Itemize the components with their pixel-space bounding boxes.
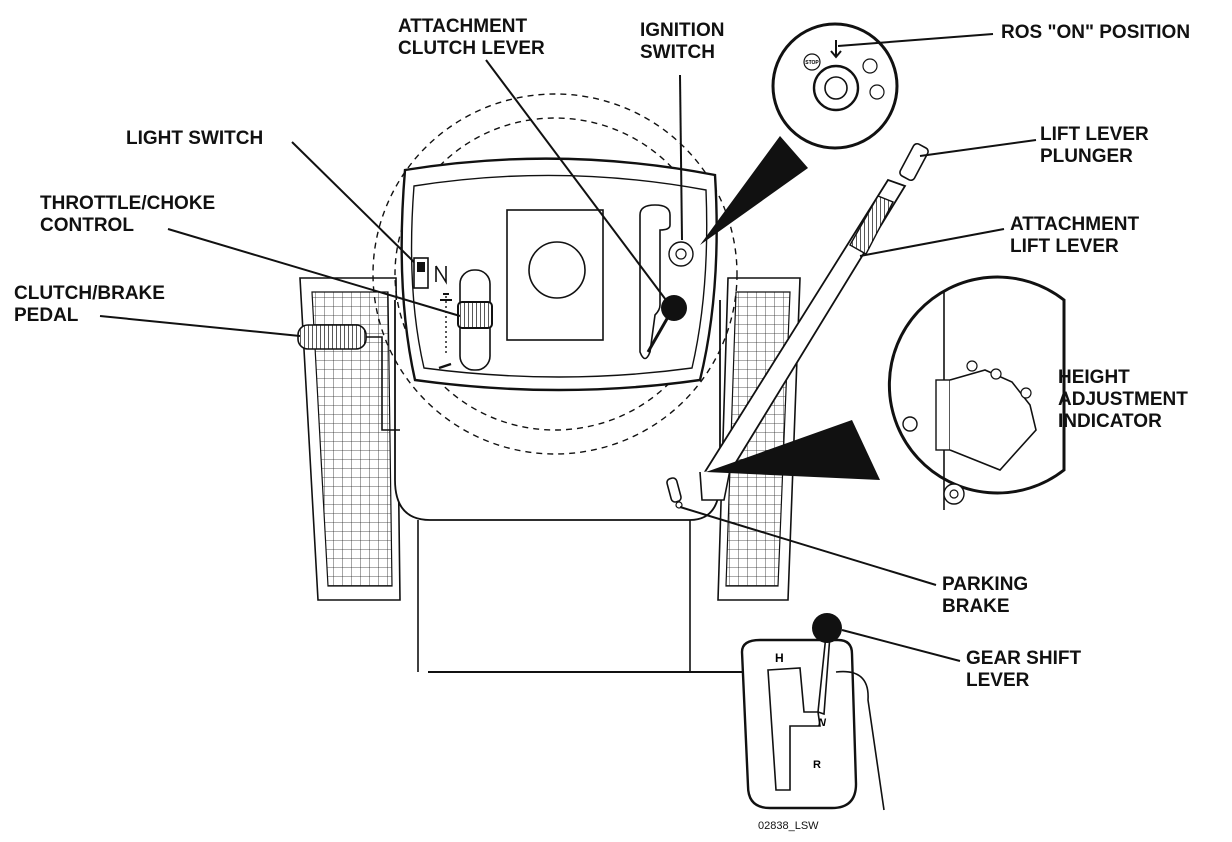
- left-footrest: [299, 277, 401, 601]
- parking-brake[interactable]: [666, 477, 683, 509]
- gear-neutral-mark: N: [818, 717, 827, 729]
- gear-reverse-mark: R: [813, 759, 821, 771]
- dash-panel: [400, 157, 718, 392]
- stop-position-text: STOP: [805, 60, 819, 66]
- label-attachment-clutch-lever: ATTACHMENT CLUTCH LEVER: [398, 16, 545, 59]
- throttle-choke-control[interactable]: [438, 269, 493, 371]
- label-lift-lever-plunger: LIFT LEVER PLUNGER: [1040, 124, 1149, 167]
- ignition-detail: STOP: [771, 22, 899, 150]
- label-light-switch: LIGHT SWITCH: [126, 128, 264, 149]
- label-gear-shift-lever: GEAR SHIFT LEVER: [966, 648, 1082, 691]
- gear-shift-lever[interactable]: [812, 613, 842, 716]
- clutch-brake-pedal[interactable]: [297, 324, 400, 431]
- leader-lines: [99, 33, 1037, 662]
- light-switch[interactable]: [413, 257, 447, 289]
- label-parking-brake: PARKING BRAKE: [942, 574, 1029, 617]
- lift-lever-plunger[interactable]: [898, 142, 929, 182]
- gear-shift-console: H N R: [740, 638, 885, 811]
- attachment-clutch-lever[interactable]: [639, 204, 687, 360]
- attachment-lift-lever[interactable]: [699, 178, 907, 501]
- label-throttle-choke-control: THROTTLE/CHOKE CONTROL: [40, 193, 216, 236]
- label-ignition-switch: IGNITION SWITCH: [640, 20, 725, 63]
- height-callout-wedge: [706, 420, 880, 480]
- ignition-switch[interactable]: [668, 241, 694, 267]
- gear-forward-mark: H: [775, 651, 784, 665]
- ignition-callout-wedge: [700, 136, 808, 245]
- label-height-adjustment-indicator: HEIGHT ADJUSTMENT INDICATOR: [1058, 367, 1188, 432]
- height-adjustment-indicator: [887, 275, 1066, 510]
- figure-code: 02838_LSW: [758, 820, 819, 832]
- label-attachment-lift-lever: ATTACHMENT LIFT LEVER: [1010, 214, 1140, 257]
- label-ros-on-position: ROS "ON" POSITION: [1001, 22, 1191, 43]
- label-clutch-brake-pedal: CLUTCH/BRAKE PEDAL: [14, 283, 165, 326]
